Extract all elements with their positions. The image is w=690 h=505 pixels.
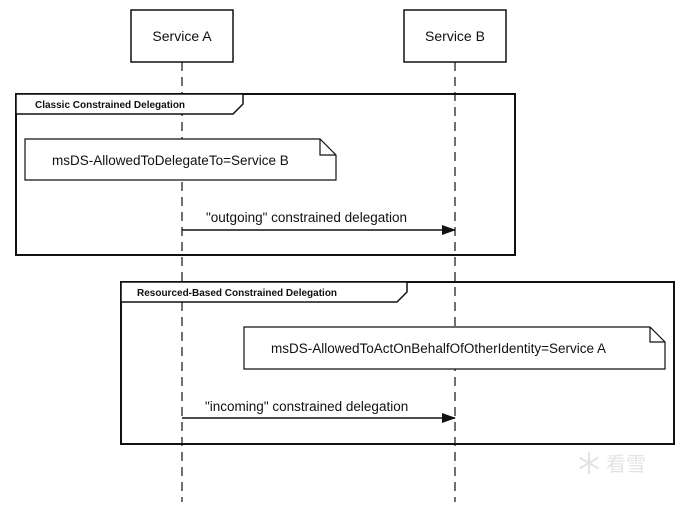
- frame-classic-delegation: Classic Constrained Delegation: [15, 93, 516, 256]
- participant-service-b: Service B: [403, 9, 507, 63]
- note-allowed-to-delegate-to: msDS-AllowedToDelegateTo=Service B: [24, 138, 337, 181]
- watermark: 看雪: [578, 452, 646, 476]
- message-incoming-label: "incoming" constrained delegation: [205, 399, 408, 414]
- snowflake-icon: [578, 452, 600, 474]
- watermark-text: 看雪: [606, 452, 646, 476]
- note-allowed-to-act-on-behalf: msDS-AllowedToActOnBehalfOfOtherIdentity…: [243, 326, 666, 370]
- message-outgoing-label: "outgoing" constrained delegation: [206, 210, 407, 225]
- message-incoming-delegation: "incoming" constrained delegation: [182, 399, 456, 423]
- participant-service-a-label: Service A: [152, 28, 212, 44]
- message-outgoing-delegation: "outgoing" constrained delegation: [182, 210, 456, 235]
- participant-service-a: Service A: [130, 9, 234, 63]
- note-classic-text: msDS-AllowedToDelegateTo=Service B: [52, 153, 289, 168]
- frame-rbcd: Resourced-Based Constrained Delegation: [120, 281, 675, 445]
- frame-classic-title: Classic Constrained Delegation: [35, 100, 185, 111]
- note-rbcd-text: msDS-AllowedToActOnBehalfOfOtherIdentity…: [271, 341, 606, 356]
- frame-rbcd-title: Resourced-Based Constrained Delegation: [137, 288, 337, 299]
- participant-service-b-label: Service B: [425, 28, 485, 44]
